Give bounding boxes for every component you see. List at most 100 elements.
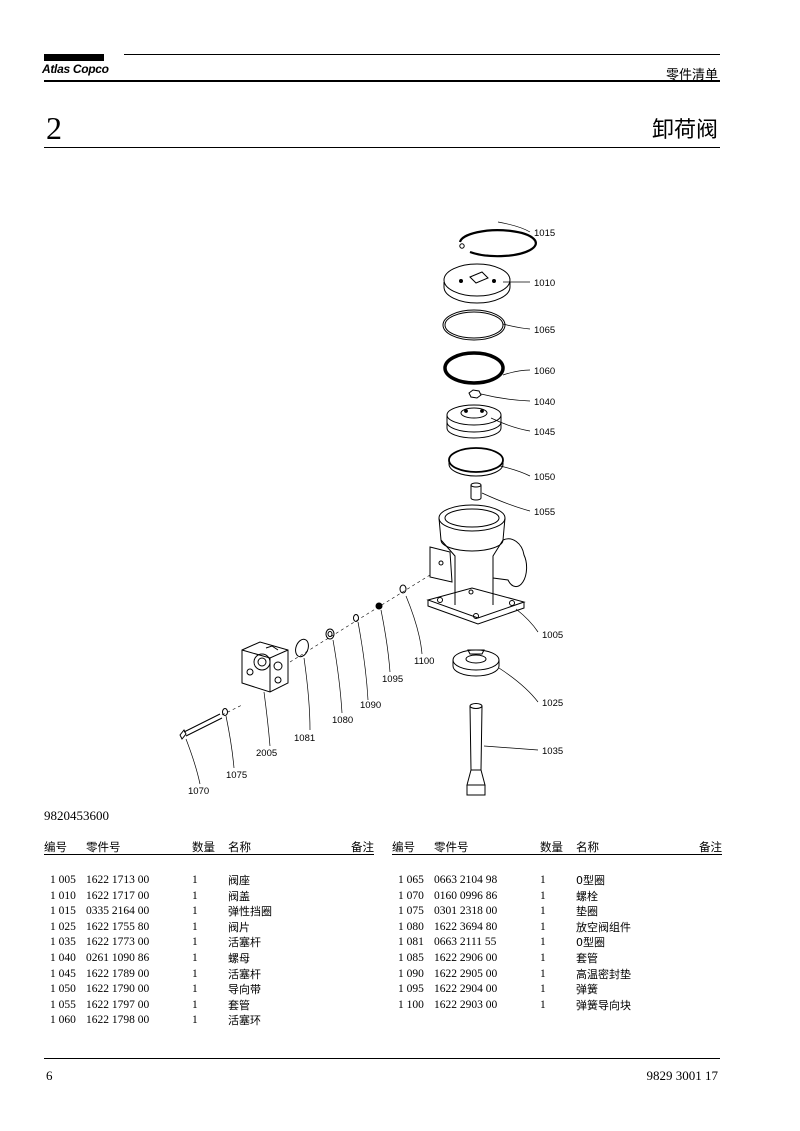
cell-name: 阀盖 [228,889,250,903]
cell-no: 1 040 [50,951,76,964]
cell-part: 1622 1713 00 [86,874,150,886]
part-valve-block-drawing [241,641,289,693]
part-bolt-drawing [179,713,223,740]
cell-part: 1622 1773 00 [86,936,150,949]
atlas-copco-logo: Atlas Copco [42,62,109,76]
cell-part: 0663 2111 55 [434,936,497,949]
cell-part: 0261 1090 86 [86,951,150,964]
callout-label: 1015 [534,228,555,239]
cell-qty: 1 [540,936,546,949]
part-bleed-assembly-drawing [325,628,335,640]
part-valve-seat-drawing [426,504,528,625]
cell-qty: 1 [192,889,198,902]
part-seal-drawing [353,614,359,622]
cell-part: 0663 2104 98 [434,874,498,886]
cell-no: 1 075 [398,905,424,918]
callout-label: 1060 [534,366,555,377]
document-code: 9829 3001 17 [646,1068,719,1083]
cell-no: 1 060 [50,1014,76,1027]
cell-name: 弹簧导向块 [576,998,631,1012]
cell-part: 1622 1717 00 [86,889,150,902]
logo-bar [44,54,104,61]
cell-no: 1 090 [398,967,424,980]
header-qty: 数量 [540,840,563,854]
section-number: 2 [46,110,62,146]
cell-name: 放空阀组件 [576,920,631,934]
part-guide-band-drawing [448,447,504,473]
figure-number: 9820453600 [44,808,109,823]
header-no: 编号 [392,840,415,854]
cell-name: 螺栓 [576,889,598,903]
callout-label: 1040 [534,397,555,408]
table-row: 1 081 0663 2111 55 1 0型圈 [392,935,722,951]
cell-qty: 1 [192,874,198,886]
cell-qty: 1 [540,874,546,886]
cell-name: 阀座 [228,874,250,887]
callout-label: 1075 [226,770,247,781]
cell-qty: 1 [192,951,198,964]
cell-name: 活塞杆 [228,967,261,981]
part-valve-cover-drawing [443,263,511,304]
cell-name: 垫圈 [576,905,598,919]
part-piston-ring-drawing [443,351,505,385]
cell-qty: 1 [192,998,198,1011]
header-rule-top [124,54,720,55]
cell-name: 套管 [228,998,250,1012]
cell-name: 0型圈 [576,936,605,950]
cell-qty: 1 [540,983,546,996]
section-rule [44,147,720,148]
cell-qty: 1 [540,889,546,902]
table-row: 1 010 1622 1717 00 1 阀盖 [44,889,374,905]
cell-name: 0型圈 [576,874,605,887]
part-piston-drawing [446,404,502,439]
cell-qty: 1 [192,983,198,996]
callout-label: 1065 [534,325,555,336]
callout-label: 1095 [382,674,403,685]
part-nut-drawing [468,389,482,399]
cell-no: 1 081 [398,936,424,949]
header-note: 备注 [699,840,722,854]
cell-part: 0301 2318 00 [434,905,498,918]
part-valve-plate-drawing [452,649,500,677]
cell-name: 弹性挡圈 [228,905,272,919]
cell-qty: 1 [192,1014,198,1027]
cell-no: 1 070 [398,889,424,902]
part-spring-guide-drawing [399,584,407,594]
cell-part: 0335 2164 00 [86,905,150,918]
cell-qty: 1 [192,936,198,949]
cell-part: 0160 0996 86 [434,889,498,902]
cell-part: 1622 2904 00 [434,983,498,996]
cell-no: 1 095 [398,983,424,996]
header-no: 编号 [44,840,67,854]
cell-no: 1 045 [50,967,76,980]
callout-label: 2005 [256,748,277,759]
cell-name: 高温密封垫 [576,967,631,981]
callout-label: 1025 [542,698,563,709]
cell-no: 1 010 [50,889,76,902]
cell-name: 活塞杆 [228,936,261,950]
cell-qty: 1 [192,920,198,933]
cell-part: 1622 1798 00 [86,1014,150,1027]
header-rule-bottom [44,80,720,82]
section-title: 卸荷阀 [651,118,718,143]
cell-no: 1 080 [398,920,424,933]
cell-part: 1622 1789 00 [86,967,150,980]
table-row: 1 070 0160 0996 86 1 螺栓 [392,889,722,905]
callout-label: 1100 [414,656,434,667]
cell-no: 1 050 [50,983,76,996]
cell-no: 1 025 [50,920,76,933]
cell-name: 弹簧 [576,983,598,997]
callout-label: 1010 [534,278,555,289]
part-piston-rod-drawing [466,703,486,796]
cell-no: 1 035 [50,936,76,949]
header-name: 名称 [576,840,599,854]
